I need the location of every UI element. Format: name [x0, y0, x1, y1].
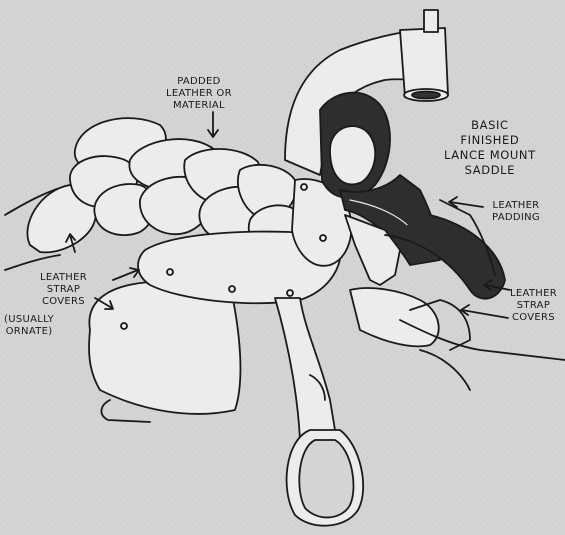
label-line: PADDING — [492, 212, 540, 224]
label-line: FINISHED — [444, 133, 536, 148]
label-line: COVERS — [510, 312, 557, 324]
socket-bore — [412, 92, 440, 99]
stirrup-opening — [299, 440, 353, 517]
socket-cap — [424, 10, 438, 32]
label-line: COVERS — [40, 296, 87, 308]
label-line: SADDLE — [444, 163, 536, 178]
label-line: MATERIAL — [166, 100, 232, 112]
label-strap-covers-left: LEATHER STRAP COVERS — [40, 272, 87, 308]
label-line: LEATHER OR — [166, 88, 232, 100]
label-line: PADDED — [166, 76, 232, 88]
label-strap-covers-right: LEATHER STRAP COVERS — [510, 288, 557, 324]
label-line: STRAP — [40, 284, 87, 296]
label-line: STRAP — [510, 300, 557, 312]
lance-socket — [400, 28, 448, 97]
label-line: LEATHER — [510, 288, 557, 300]
label-line: LANCE MOUNT — [444, 148, 536, 163]
label-padded-leather: PADDED LEATHER OR MATERIAL — [166, 76, 232, 112]
label-line: (USUALLY — [4, 314, 54, 326]
label-line: BASIC — [444, 118, 536, 133]
label-line: LEATHER — [40, 272, 87, 284]
label-line: ORNATE) — [4, 326, 54, 338]
label-title: BASIC FINISHED LANCE MOUNT SADDLE — [444, 118, 536, 178]
padding-ring — [330, 126, 375, 184]
label-usually-ornate: (USUALLY ORNATE) — [4, 314, 54, 338]
label-leather-padding: LEATHER PADDING — [492, 200, 540, 224]
label-line: LEATHER — [492, 200, 540, 212]
